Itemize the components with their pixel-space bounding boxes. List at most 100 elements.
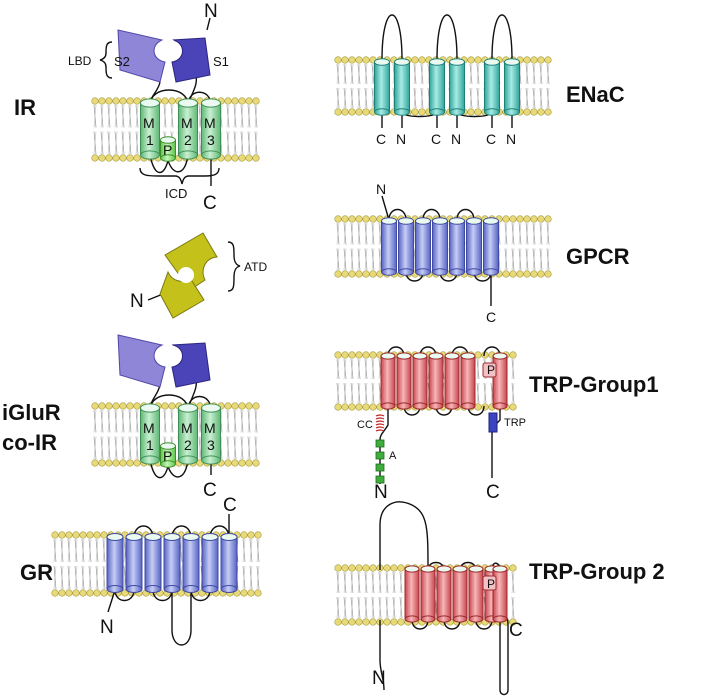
helix-top [396, 352, 412, 360]
lipid-head [91, 459, 99, 467]
lipid-head [334, 618, 342, 626]
lipid-head [91, 97, 99, 105]
lipid-tail [254, 131, 258, 155]
coil-turn [375, 423, 385, 426]
lipid-tail [336, 596, 340, 619]
ir-lbd-s1 [171, 37, 211, 83]
lipid-head [168, 97, 176, 105]
helix-bottom [396, 402, 412, 410]
lipid-tail [170, 409, 174, 433]
lipid-tail [378, 248, 382, 271]
gpcr-helix-5 [449, 217, 465, 276]
enac-loops [381, 14, 513, 61]
lipid-head [474, 56, 482, 64]
lipid-tail [53, 565, 57, 590]
lipid-tail [378, 596, 382, 619]
lipid-head [544, 270, 552, 278]
lipid-head [133, 459, 141, 467]
lipid-tail [413, 87, 417, 109]
helix-body [483, 220, 499, 273]
lipid-tail [242, 565, 246, 590]
lipid-tail [371, 571, 375, 594]
lipid-tail [114, 104, 118, 128]
helix-body [460, 355, 476, 407]
lipid-head [231, 154, 239, 162]
lipid-head [254, 531, 262, 539]
lipid-tail [247, 436, 251, 460]
lipid-head [93, 531, 101, 539]
lipid-tail [233, 436, 237, 460]
iglur-m3-label-b: 3 [207, 437, 215, 453]
helix-bottom [492, 615, 508, 623]
trp2-p-label: P [487, 577, 495, 591]
trp1-c-label: C [486, 482, 500, 503]
lipid-head [112, 154, 120, 162]
iglur-helix-m2 [178, 403, 198, 465]
helix-bottom [178, 455, 198, 465]
helix-bottom [428, 402, 444, 410]
label-trp1: TRP-Group1 [529, 372, 659, 397]
lipid-head [231, 459, 239, 467]
helix-bottom [484, 108, 500, 116]
helix-bottom [492, 402, 508, 410]
lipid-tail [114, 131, 118, 155]
helix-top [144, 532, 162, 542]
lipid-head [91, 402, 99, 410]
trp2-c-label: C [509, 620, 523, 641]
lipid-tail [476, 87, 480, 109]
lipid-tail [95, 538, 99, 563]
ir-m2-label-a: M [181, 115, 193, 131]
lipid-tail [371, 358, 375, 380]
lipid-tail [378, 222, 382, 245]
helix-top [412, 352, 428, 360]
lipid-head [474, 351, 482, 359]
gr-n-tail [107, 589, 116, 613]
lipid-head [523, 56, 531, 64]
labels: IR iGluR co-IR GR ENaC GPCR TRP-Group1 T… [2, 1, 665, 689]
label-iglur-1: iGluR [2, 400, 61, 425]
label-ir: IR [14, 95, 36, 120]
lipid-head [177, 589, 185, 597]
lipid-tail [532, 63, 536, 85]
lipid-tail [100, 104, 104, 128]
lipid-head [119, 459, 127, 467]
lipid-head [537, 215, 545, 223]
lipid-tail [107, 131, 111, 155]
lipid-head [509, 215, 517, 223]
lipid-head [544, 215, 552, 223]
lipid-tail [114, 436, 118, 460]
lipid-head [348, 215, 356, 223]
helix-top [201, 98, 221, 108]
lipid-tail [476, 63, 480, 85]
lipid-tail [504, 222, 508, 245]
lipid-tail [539, 63, 543, 85]
trp1-ankyrin-repeat [375, 451, 385, 460]
lipid-tail [198, 436, 202, 460]
helix-bottom [449, 268, 465, 276]
lipid-head [516, 270, 524, 278]
lipid-head [119, 97, 127, 105]
helix-body [182, 536, 200, 590]
helix-bottom [144, 584, 162, 594]
lipid-head [411, 108, 419, 116]
lipid-tail [336, 382, 340, 404]
lipid-head [530, 270, 538, 278]
lipid-head [348, 403, 356, 411]
helix-bottom [201, 150, 221, 160]
trp2-helix-2 [420, 565, 436, 623]
lipid-tail [385, 571, 389, 594]
lipid-tail [93, 131, 97, 155]
lipid-tail [525, 222, 529, 245]
lipid-tail [364, 248, 368, 271]
gr-helix-5 [182, 532, 200, 594]
lipid-head [467, 108, 475, 116]
helix-body [404, 568, 420, 620]
helix-body [394, 61, 410, 113]
trp2-big-loop [379, 501, 429, 571]
lipid-tail [525, 87, 529, 109]
lipid-tail [198, 104, 202, 128]
helix-bottom [449, 108, 465, 116]
trp1-helix-1 [380, 352, 396, 410]
helix-body [484, 61, 500, 113]
helix-top [436, 565, 452, 573]
